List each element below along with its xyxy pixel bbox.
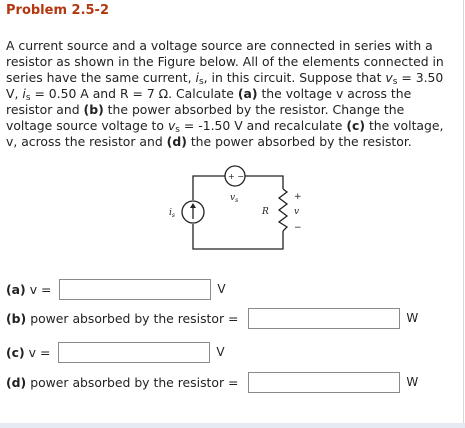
wire-top-left [192, 175, 225, 200]
wire-bottom [192, 224, 284, 250]
voltage-source [224, 165, 246, 187]
is-label: i [169, 208, 172, 218]
vs-label: v [230, 193, 235, 203]
bottom-scroll-bar [0, 423, 465, 428]
answer-a-input[interactable] [59, 278, 212, 300]
resistor-plus-sign: + [294, 192, 302, 202]
answer-b-input[interactable] [248, 307, 401, 329]
problem-statement: A current source and a voltage source ar… [6, 38, 444, 149]
wire-top-right [245, 175, 284, 189]
answer-c-input[interactable] [58, 341, 211, 363]
current-source [181, 200, 205, 224]
svg-text:is: is [169, 208, 175, 219]
resistor-minus-sign: − [294, 223, 302, 233]
circuit-figure: + − vs is R + v − [169, 165, 302, 250]
answer-d-input[interactable] [248, 371, 401, 393]
answer-row-b: (b)power absorbed by the resistor = W [6, 307, 418, 329]
arrow-head-icon [190, 203, 196, 208]
resistor-voltage-label: v [294, 207, 299, 217]
resistor [277, 188, 289, 232]
svg-text:vs: vs [230, 193, 238, 204]
answer-row-a: (a)v = V [6, 278, 226, 300]
voltage-source-signs: + − [228, 172, 244, 181]
resistor-label: R [261, 207, 269, 217]
answer-row-c: (c)v = V [6, 341, 225, 363]
answer-row-d: (d)power absorbed by the resistor = W [6, 371, 418, 393]
problem-title: Problem 2.5-2 [6, 3, 109, 18]
